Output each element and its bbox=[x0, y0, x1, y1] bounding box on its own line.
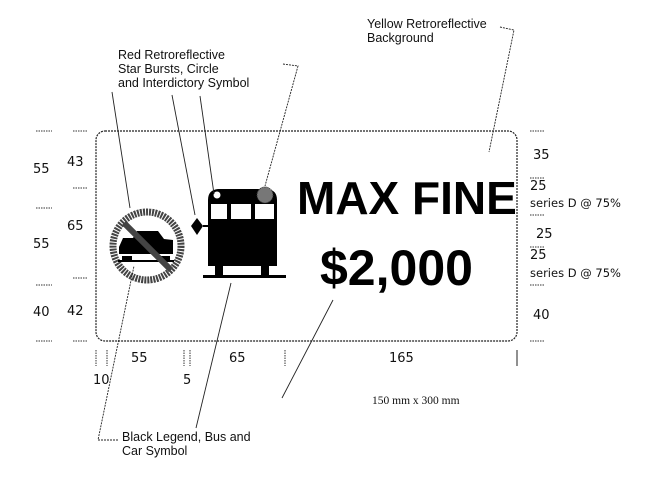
dim-bottom-2: 65 bbox=[229, 351, 246, 366]
sign-outline bbox=[95, 130, 518, 342]
yellow-caption-line2: Background bbox=[367, 31, 434, 45]
legend-max-fine: MAX FINE bbox=[297, 172, 517, 224]
dimension-ticks bbox=[36, 130, 545, 366]
dim-right-3: 25 bbox=[536, 227, 553, 242]
legend-amount: $2,000 bbox=[320, 240, 473, 296]
dim-left-inner-1: 43 bbox=[67, 155, 84, 170]
dim-bottom-3: 165 bbox=[389, 351, 414, 366]
diamond-marker bbox=[191, 218, 203, 235]
yellow-caption-line1: Yellow Retroreflective bbox=[367, 17, 487, 31]
dim-left-outer-2: 55 bbox=[33, 237, 50, 252]
black-caption-line2: Car Symbol bbox=[122, 444, 188, 458]
dim-left-inner-2: 65 bbox=[67, 219, 84, 234]
dim-bottom-5: 5 bbox=[183, 373, 192, 388]
bus-icon bbox=[203, 186, 286, 278]
black-caption-line1: Black Legend, Bus and bbox=[122, 430, 251, 444]
dim-left-inner-3: 42 bbox=[67, 304, 84, 319]
dim-bottom-1: 55 bbox=[131, 351, 148, 366]
dim-left-outer-1: 55 bbox=[33, 162, 50, 177]
dim-right-series-1: series D @ 75% bbox=[530, 196, 621, 210]
leader-lines bbox=[97, 26, 515, 441]
dim-right-1: 35 bbox=[533, 148, 550, 163]
red-caption-line2: Star Bursts, Circle bbox=[118, 62, 219, 76]
red-caption-line3: and Interdictory Symbol bbox=[118, 76, 250, 90]
red-caption-line1: Red Retroreflective bbox=[118, 48, 225, 62]
dim-left-outer-3: 40 bbox=[33, 305, 50, 320]
dim-right-series-2: series D @ 75% bbox=[530, 266, 621, 280]
dim-right-2: 25 bbox=[530, 179, 547, 194]
dim-right-4: 25 bbox=[530, 248, 547, 263]
dim-right-5: 40 bbox=[533, 308, 550, 323]
no-car-icon bbox=[109, 208, 185, 284]
size-label: 150 mm x 300 mm bbox=[372, 395, 460, 407]
dim-bottom-4: 10 bbox=[93, 373, 110, 388]
